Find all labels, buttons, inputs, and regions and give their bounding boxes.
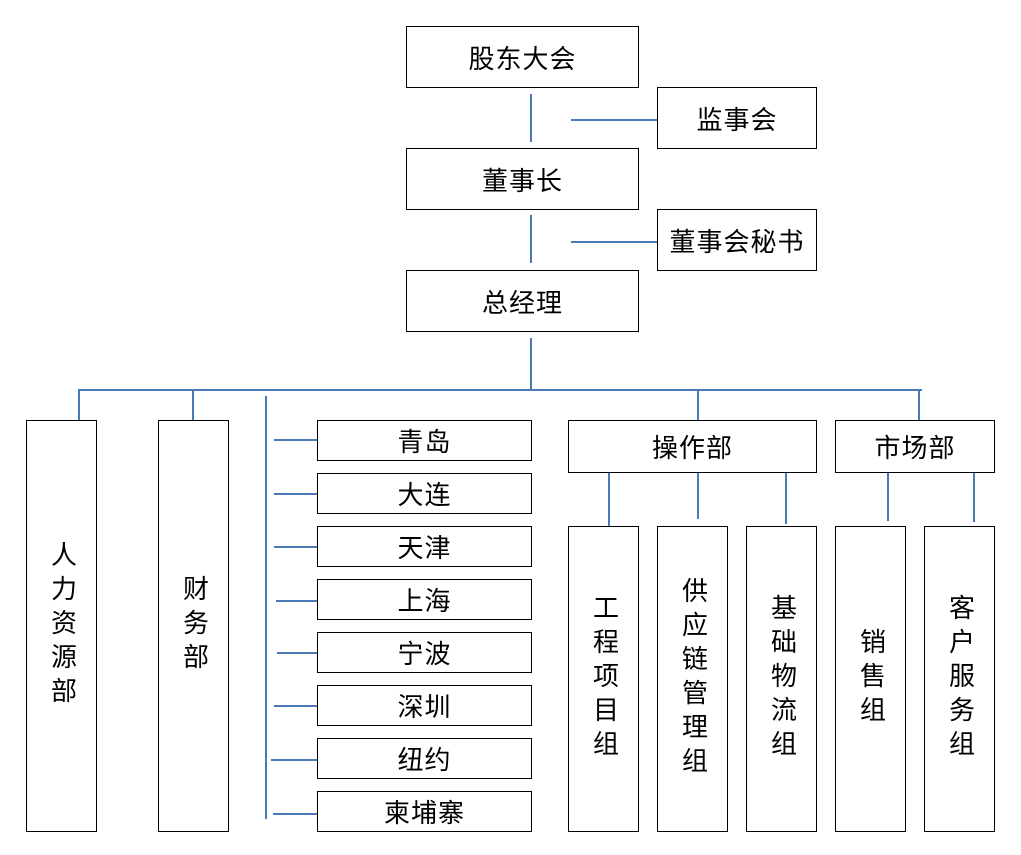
- connector-chairman-gm: [530, 215, 532, 263]
- node-supervisors: 监事会: [657, 87, 817, 149]
- node-shareholders: 股东大会: [406, 26, 639, 88]
- branch-0: 青岛: [317, 420, 532, 461]
- node-board-secretary: 董事会秘书: [657, 209, 817, 271]
- connector-gm-down: [530, 338, 532, 390]
- connector-engineering: [608, 472, 610, 526]
- connector-branches-trunk: [265, 396, 267, 819]
- node-logistics-label: 基础物流组: [766, 594, 797, 764]
- node-finance-label: 财务部: [178, 575, 209, 677]
- connector-logistics: [785, 472, 787, 524]
- connector-branch-2: [274, 546, 317, 548]
- connector-branch-6: [271, 759, 317, 761]
- node-supply-chain: 供应链管理组: [657, 526, 728, 832]
- branch-3: 上海: [317, 579, 532, 620]
- node-chairman: 董事长: [406, 148, 639, 210]
- branch-6: 纽约: [317, 738, 532, 779]
- connector-dept-bus: [78, 389, 922, 391]
- connector-customer-service: [973, 472, 975, 522]
- node-engineering: 工程项目组: [568, 526, 639, 832]
- connector-finance: [192, 389, 194, 420]
- connector-branch-1: [274, 493, 317, 495]
- connector-shareholders-chairman: [530, 94, 532, 142]
- node-operations: 操作部: [568, 420, 817, 473]
- node-supply-chain-label: 供应链管理组: [677, 577, 708, 781]
- node-engineering-label: 工程项目组: [588, 594, 619, 764]
- node-hr: 人力资源部: [26, 420, 97, 832]
- branch-2: 天津: [317, 526, 532, 567]
- connector-branch-4: [277, 652, 317, 654]
- connector-marketing: [918, 389, 920, 420]
- node-customer-service-label: 客户服务组: [944, 594, 975, 764]
- node-general-manager: 总经理: [406, 270, 639, 332]
- node-marketing: 市场部: [835, 420, 995, 473]
- node-customer-service: 客户服务组: [924, 526, 995, 832]
- connector-board-secretary: [571, 241, 657, 243]
- connector-supply-chain: [697, 472, 699, 519]
- branch-5: 深圳: [317, 685, 532, 726]
- branch-1: 大连: [317, 473, 532, 514]
- connector-hr: [78, 389, 80, 420]
- branch-4: 宁波: [317, 632, 532, 673]
- node-finance: 财务部: [158, 420, 229, 832]
- connector-sales: [887, 472, 889, 521]
- branch-7: 柬埔寨: [317, 791, 532, 832]
- connector-operations: [697, 389, 699, 420]
- node-hr-label: 人力资源部: [46, 541, 77, 711]
- connector-supervisors: [571, 119, 657, 121]
- connector-branch-0: [274, 439, 317, 441]
- connector-branch-3: [276, 600, 317, 602]
- node-logistics: 基础物流组: [746, 526, 817, 832]
- connector-branch-7: [273, 813, 317, 815]
- node-sales: 销售组: [835, 526, 906, 832]
- node-sales-label: 销售组: [855, 628, 886, 730]
- connector-branch-5: [274, 705, 317, 707]
